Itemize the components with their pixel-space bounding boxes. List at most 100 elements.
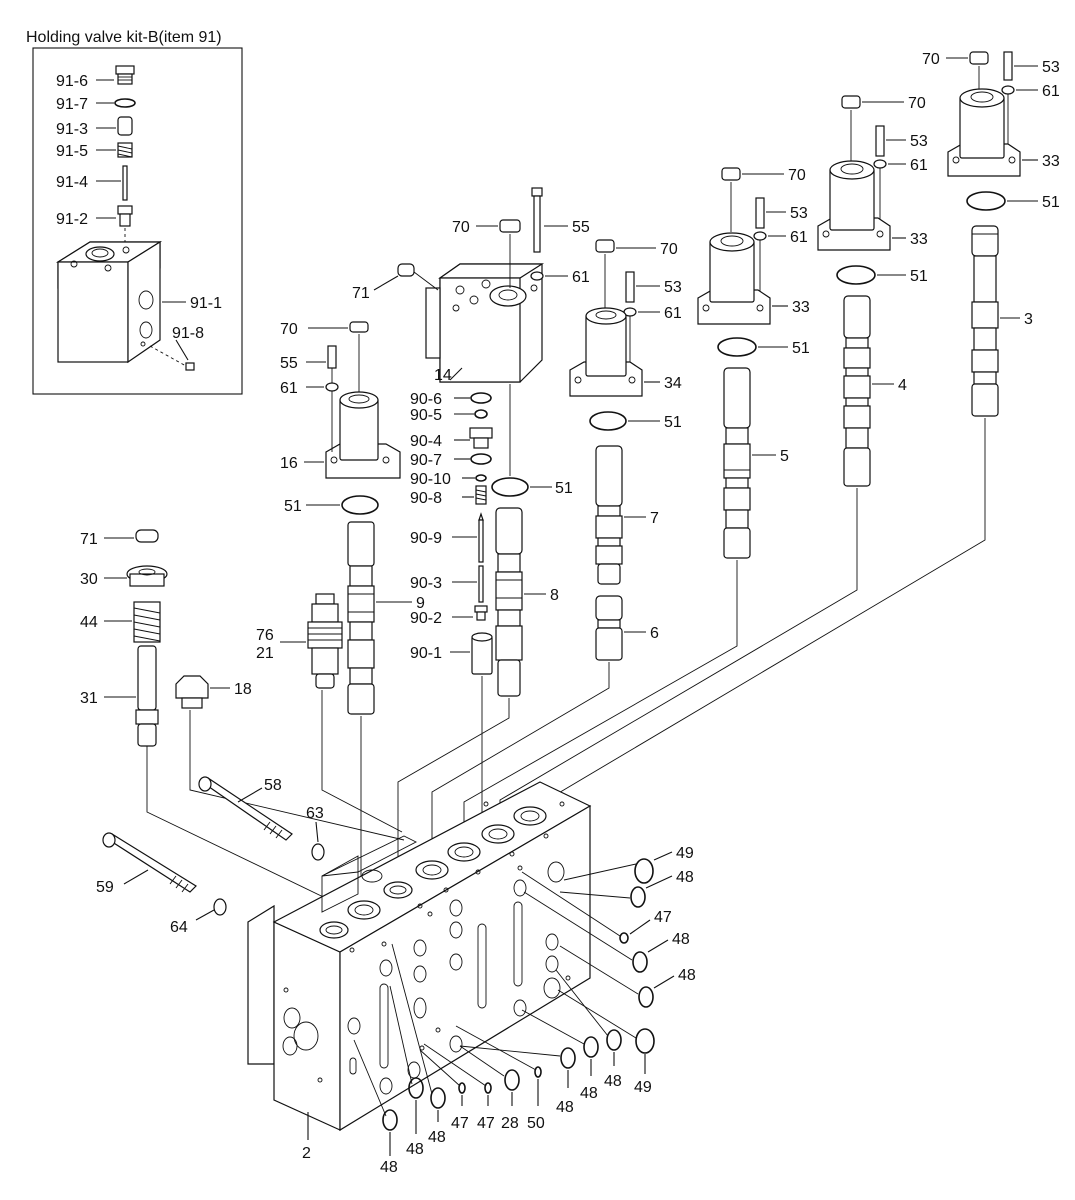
label-53-4: 53 (910, 133, 928, 150)
label-71-center: 71 (352, 285, 370, 302)
part-91-4 (122, 165, 128, 201)
part-33-3 (947, 88, 1021, 177)
label-61-4: 61 (910, 157, 928, 174)
label-48-e: 48 (580, 1085, 598, 1102)
label-8: 8 (550, 587, 559, 604)
part-48-f (560, 1047, 576, 1069)
label-16: 16 (280, 455, 298, 472)
label-18: 18 (234, 681, 252, 698)
label-70-34: 70 (660, 241, 678, 258)
part-61-center (530, 271, 544, 281)
part-48-e (583, 1036, 599, 1058)
part-44 (133, 601, 161, 643)
label-49-upper: 49 (676, 845, 694, 862)
label-90-4: 90-4 (410, 433, 442, 450)
label-70-3: 70 (922, 51, 940, 68)
part-91-2 (117, 205, 133, 227)
part-28 (504, 1069, 520, 1091)
part-71-left (135, 529, 159, 543)
part-91-6 (115, 65, 135, 85)
label-91-1: 91-1 (190, 295, 222, 312)
part-47-b (484, 1082, 492, 1094)
part-30 (126, 565, 168, 587)
part-51-center (491, 477, 529, 497)
label-91-4: 91-4 (56, 174, 88, 191)
label-33-4: 33 (910, 231, 928, 248)
center-parts: 14 71 70 55 61 90-6 90-5 (352, 187, 590, 860)
kit-frame (32, 47, 243, 395)
label-48-f: 48 (556, 1099, 574, 1116)
label-48-h: 48 (406, 1141, 424, 1158)
label-70-16: 70 (280, 321, 298, 338)
label-51-5: 51 (792, 340, 810, 357)
label-55-center: 55 (572, 219, 590, 236)
part-9 (347, 521, 375, 715)
part-70-34 (595, 239, 615, 253)
label-61-5: 61 (790, 229, 808, 246)
part-59 (102, 832, 197, 893)
part-91-1 (55, 240, 163, 364)
label-6: 6 (650, 625, 659, 642)
body-right-face (339, 804, 591, 1132)
left-parts: 71 30 44 31 (80, 529, 405, 936)
label-49-lower: 49 (634, 1079, 652, 1096)
part-70-5 (721, 167, 741, 181)
label-33-3: 33 (1042, 153, 1060, 170)
label-53-3: 53 (1042, 59, 1060, 76)
part-49-upper (634, 858, 654, 884)
label-47-b: 47 (477, 1115, 495, 1132)
part-90-3 (478, 565, 484, 603)
label-70-5: 70 (788, 167, 806, 184)
label-48-c: 48 (678, 967, 696, 984)
part-31 (135, 645, 159, 747)
part-50 (534, 1066, 542, 1078)
label-58: 58 (264, 777, 282, 794)
part-33-5 (697, 232, 771, 325)
label-53-34: 53 (664, 279, 682, 296)
label-71-left: 71 (80, 531, 98, 548)
label-63: 63 (306, 805, 324, 822)
label-44: 44 (80, 614, 98, 631)
part-91-7 (114, 98, 136, 108)
label-64: 64 (170, 919, 188, 936)
part-4 (843, 295, 871, 487)
part-5 (723, 367, 751, 559)
part-58 (198, 776, 293, 841)
label-70-4: 70 (908, 95, 926, 112)
label-91-8: 91-8 (172, 325, 204, 342)
part-8 (495, 507, 523, 697)
part-3 (971, 225, 999, 417)
part-90-6 (470, 392, 492, 404)
label-3: 3 (1024, 311, 1033, 328)
label-31: 31 (80, 690, 98, 707)
label-7: 7 (650, 510, 659, 527)
label-30: 30 (80, 571, 98, 588)
part-53-3 (1003, 51, 1013, 81)
label-4: 4 (898, 377, 907, 394)
right-parts: 70 53 61 33 51 (463, 51, 1060, 836)
part-90-7 (470, 453, 492, 465)
part-51-3 (966, 191, 1006, 211)
part-48-d (606, 1029, 622, 1051)
label-50: 50 (527, 1115, 545, 1132)
holding-valve-kit-inset: Holding valve kit-B(item 91) 91-6 91-7 9… (26, 29, 243, 395)
label-90-1: 90-1 (410, 645, 442, 662)
label-91-7: 91-7 (56, 96, 88, 113)
label-70-14: 70 (452, 219, 470, 236)
label-90-7: 90-7 (410, 452, 442, 469)
part-51-5 (717, 337, 757, 357)
label-55-left: 55 (280, 355, 298, 372)
label-51-34: 51 (664, 414, 682, 431)
label-9: 9 (416, 595, 425, 612)
part-55-center (531, 187, 543, 253)
part-48-i (382, 1109, 398, 1131)
part-90-9 (478, 512, 484, 563)
part-51-34 (589, 411, 627, 431)
center-right-parts: 70 53 61 34 51 7 (431, 239, 682, 870)
part-63 (311, 843, 325, 861)
label-2: 2 (302, 1145, 311, 1162)
label-90-6: 90-6 (410, 391, 442, 408)
part-48-b (632, 951, 648, 973)
part-14 (425, 263, 545, 383)
